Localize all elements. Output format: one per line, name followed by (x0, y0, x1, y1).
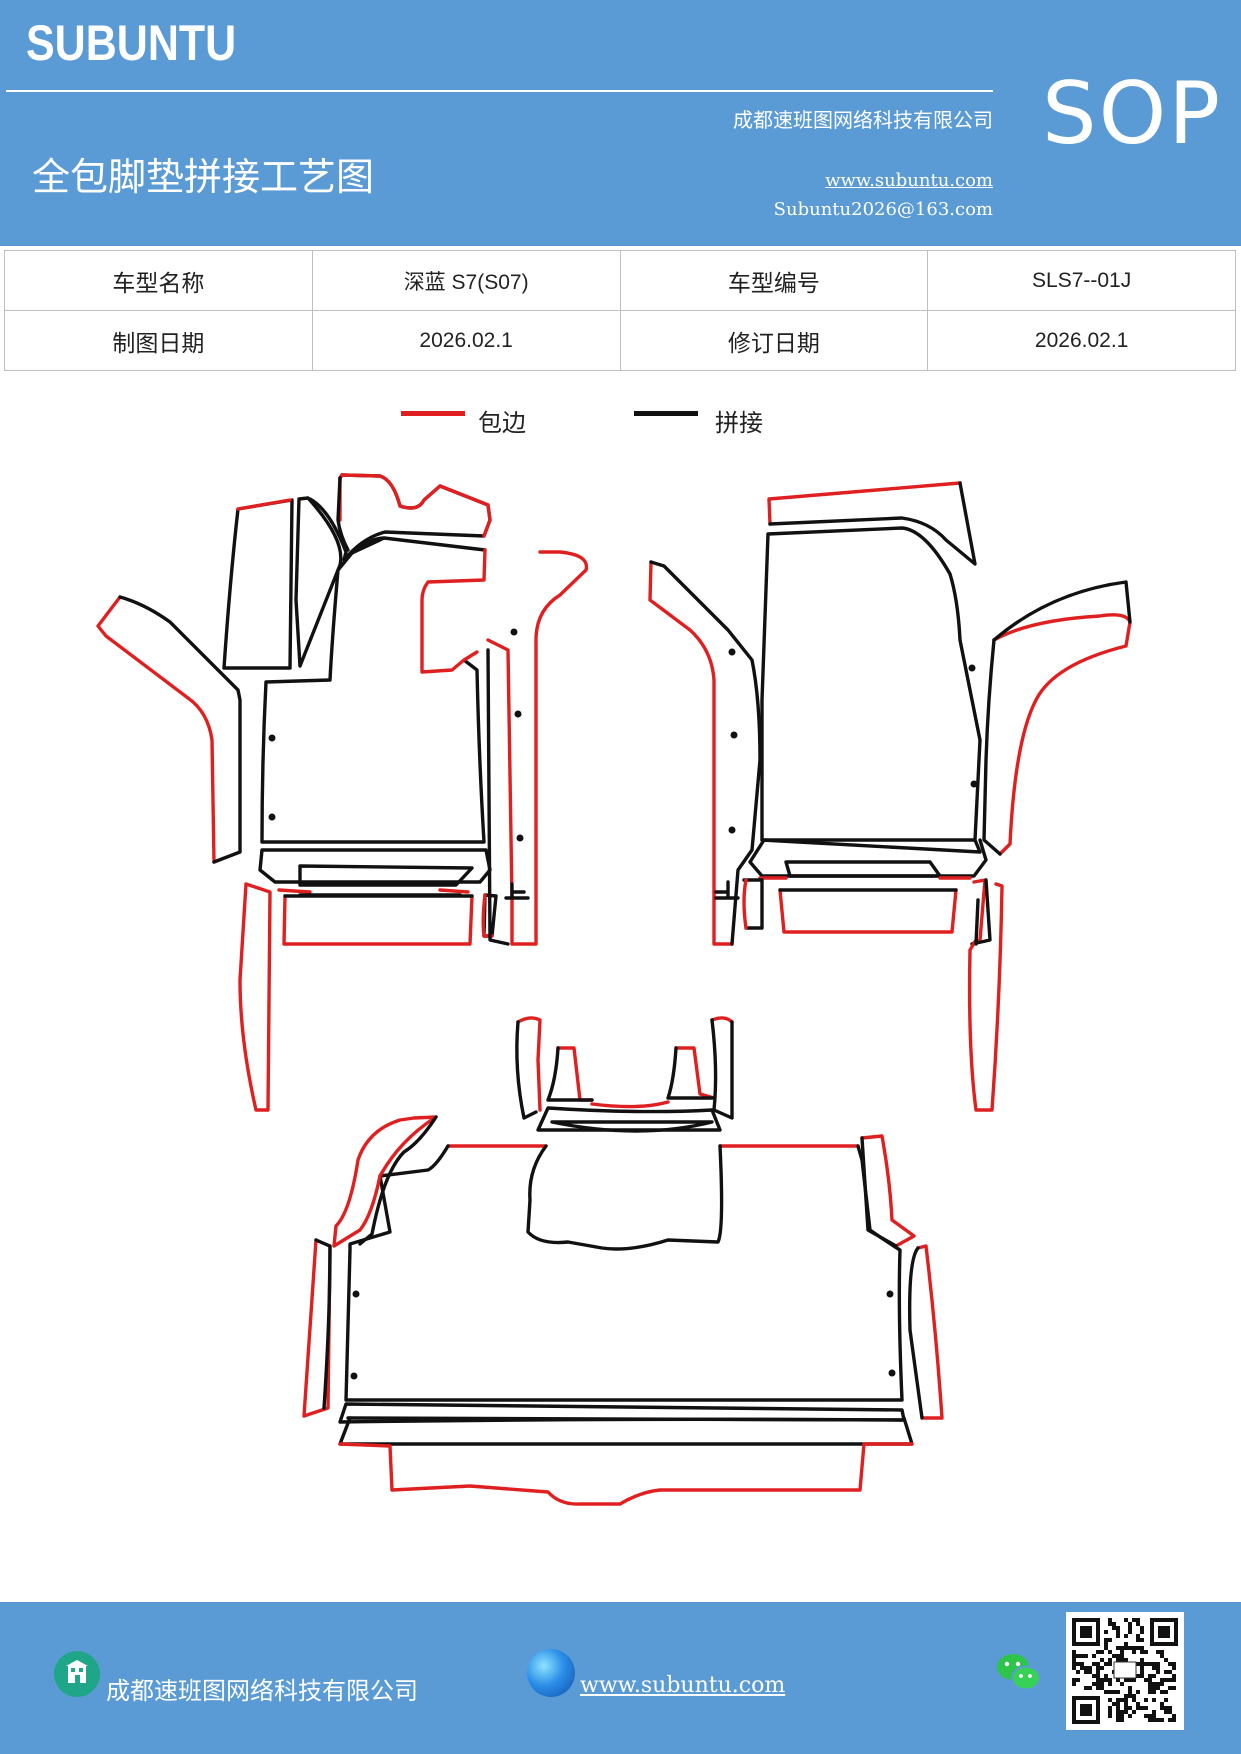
website-link[interactable]: www.subuntu.com (825, 170, 993, 191)
brand-logo: SUBUNTU (26, 15, 237, 71)
rear-pieces (302, 1016, 944, 1506)
driver-side-pieces (96, 473, 589, 1112)
passenger-side-pieces (648, 481, 1132, 1112)
model-name-label: 车型名称 (4, 250, 313, 311)
footer-company-name: 成都速班图网络科技有限公司 (106, 1677, 418, 1705)
legend-seam-label: 拼接 (715, 409, 763, 437)
legend-seam-swatch (634, 411, 698, 416)
qr-code (1066, 1612, 1184, 1730)
email-address: Subuntu2026@163.com (773, 199, 993, 220)
model-name-value: 深蓝 S7(S07) (311, 250, 621, 311)
table-row: 车型名称 深蓝 S7(S07) 车型编号 SLS7--01J (4, 250, 1236, 311)
company-name: 成都速班图网络科技有限公司 (733, 108, 993, 132)
legend-edge-swatch (401, 411, 465, 416)
model-info-table: 车型名称 深蓝 S7(S07) 车型编号 SLS7--01J 制图日期 2026… (4, 250, 1236, 371)
revise-date-label: 修订日期 (619, 310, 929, 371)
header-banner: SUBUNTU 成都速班图网络科技有限公司 全包脚垫拼接工艺图 www.subu… (0, 0, 1241, 246)
sop-label: SOP (1042, 64, 1223, 164)
building-icon (54, 1651, 100, 1697)
header-divider (6, 90, 993, 92)
draw-date-label: 制图日期 (4, 310, 313, 371)
legend-edge-label: 包边 (478, 409, 526, 437)
revise-date-value: 2026.02.1 (927, 310, 1236, 371)
draw-date-value: 2026.02.1 (311, 310, 621, 371)
model-code-label: 车型编号 (619, 250, 929, 311)
model-code-value: SLS7--01J (927, 250, 1236, 311)
table-row: 制图日期 2026.02.1 修订日期 2026.02.1 (4, 310, 1236, 371)
wechat-icon[interactable] (995, 1651, 1043, 1695)
footer-website-link[interactable]: www.subuntu.com (580, 1673, 786, 1698)
globe-icon (527, 1649, 575, 1697)
document-title: 全包脚垫拼接工艺图 (32, 155, 375, 199)
